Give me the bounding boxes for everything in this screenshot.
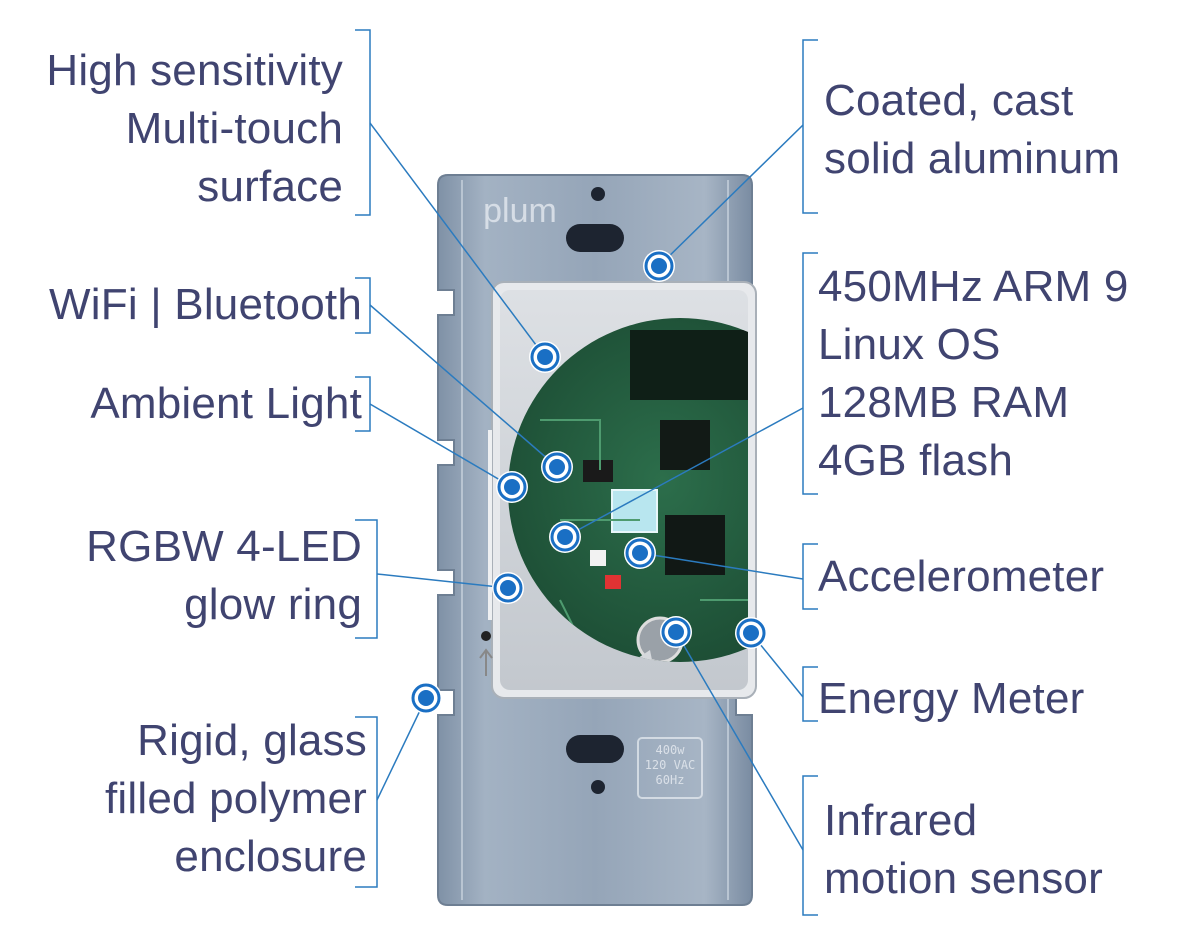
bottom-screw-hole bbox=[591, 780, 605, 794]
marker-led-ring bbox=[492, 572, 524, 604]
marker-aluminum bbox=[643, 250, 675, 282]
label-processor-specs: 450MHz ARM 9 Linux OS 128MB RAM 4GB flas… bbox=[818, 262, 1129, 485]
label-touch-surface: High sensitivity Multi-touch surface bbox=[46, 46, 343, 211]
label-ambient-light: Ambient Light bbox=[90, 379, 362, 428]
label-motion-sensor: Infrared motion sensor bbox=[824, 796, 1103, 903]
label-wifi-bluetooth: WiFi | Bluetooth bbox=[49, 280, 362, 329]
marker-motion-sensor bbox=[660, 616, 692, 648]
rating-line: 60Hz bbox=[656, 773, 685, 787]
bottom-mount-slot bbox=[566, 735, 624, 763]
label-aluminum: Coated, cast solid aluminum bbox=[824, 76, 1121, 183]
marker-wifi bbox=[541, 451, 573, 483]
brand-logo: plum bbox=[483, 192, 557, 230]
callout-markers bbox=[410, 250, 767, 714]
marker-processor bbox=[549, 521, 581, 553]
top-screw-hole bbox=[591, 187, 605, 201]
label-accelerometer: Accelerometer bbox=[818, 552, 1105, 601]
rating-line: 400w bbox=[656, 743, 686, 757]
label-brackets bbox=[355, 29, 818, 916]
label-enclosure: Rigid, glass filled polymer enclosure bbox=[104, 716, 367, 881]
top-mount-slot bbox=[566, 224, 624, 252]
label-led-ring: RGBW 4-LED glow ring bbox=[86, 522, 362, 629]
callout-lines bbox=[369, 122, 804, 851]
marker-accelerometer bbox=[624, 537, 656, 569]
marker-touch-surface bbox=[529, 341, 561, 373]
label-energy-meter: Energy Meter bbox=[818, 674, 1085, 723]
marker-ambient-light bbox=[496, 471, 528, 503]
rating-line: 120 VAC bbox=[645, 758, 696, 772]
marker-enclosure bbox=[410, 682, 442, 714]
marker-energy-meter bbox=[735, 617, 767, 649]
